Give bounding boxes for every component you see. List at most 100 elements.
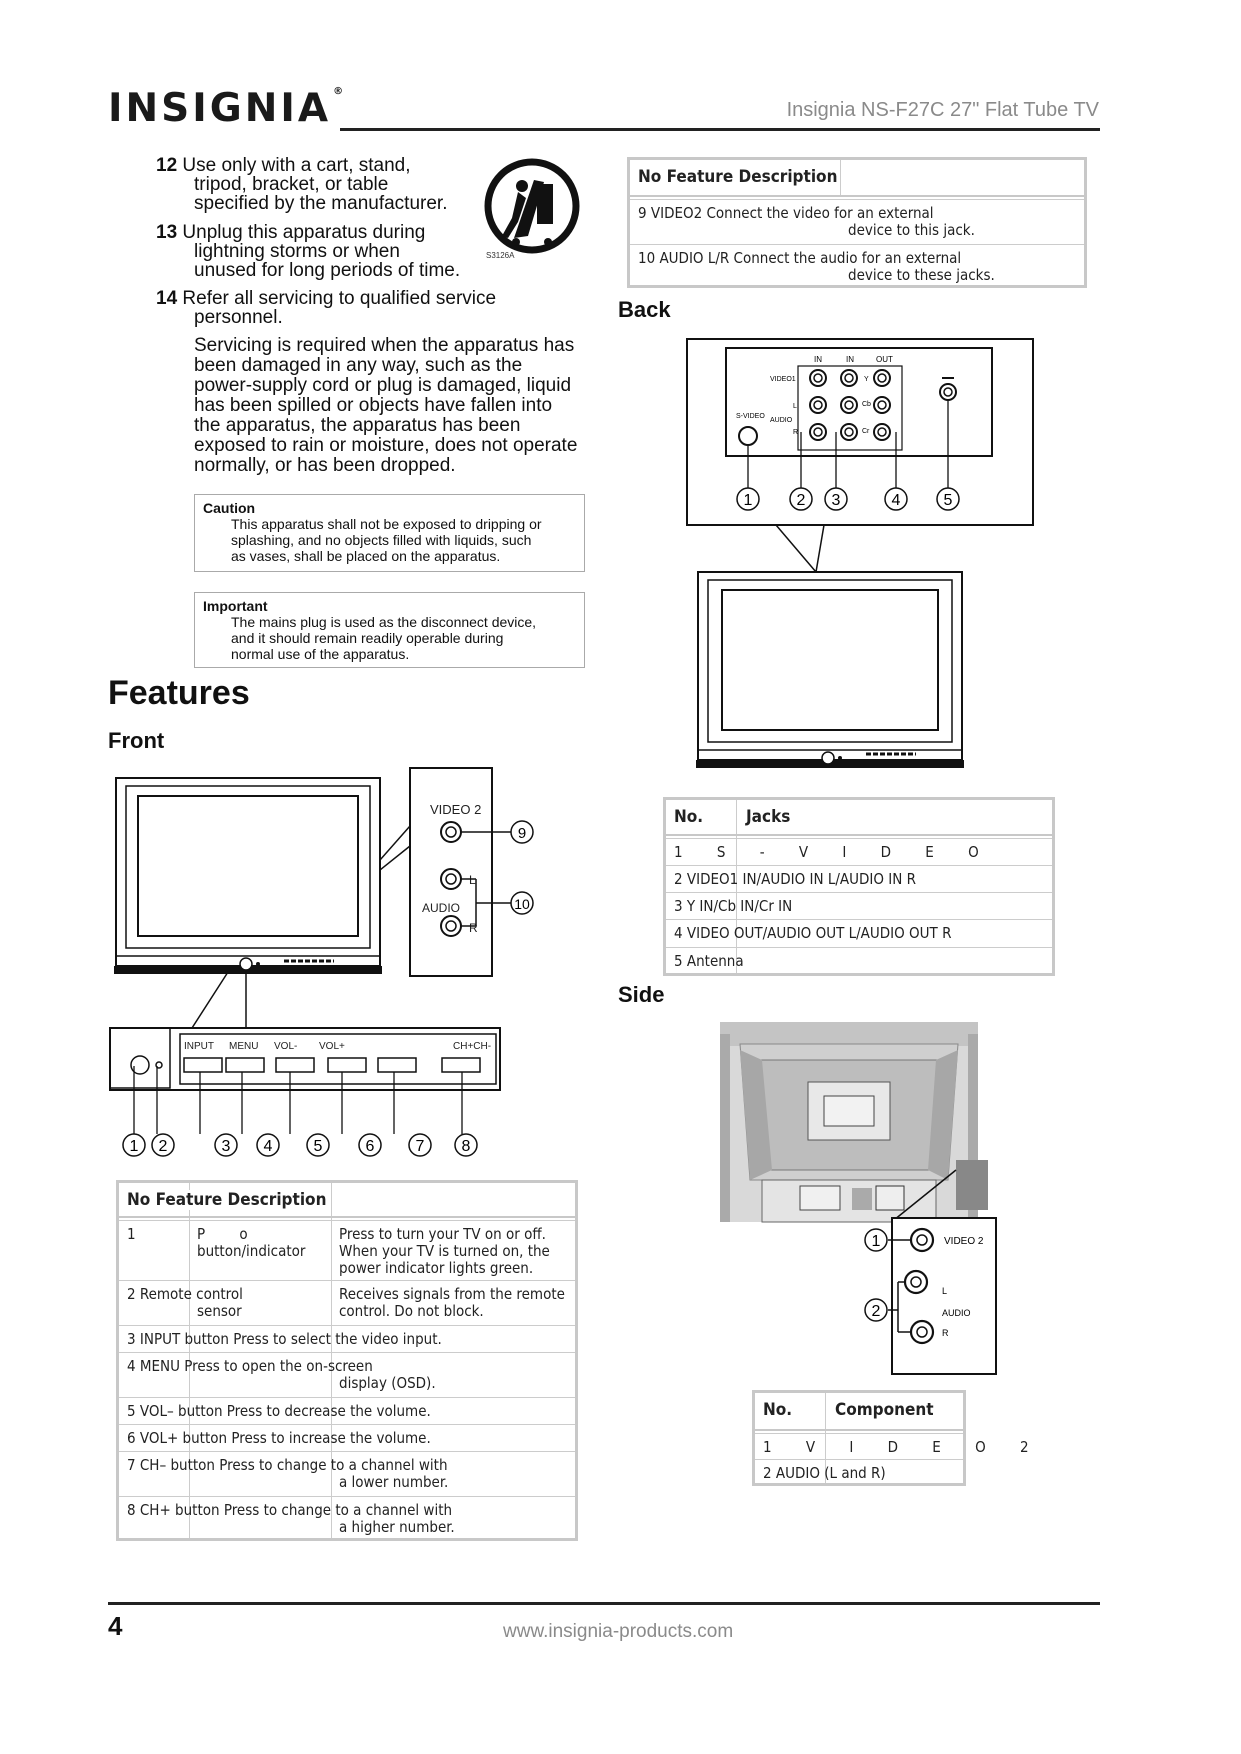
item-line: Unplug this apparatus during <box>182 222 426 243</box>
jack-label-r: R <box>469 921 478 935</box>
front-heading: Front <box>108 728 165 753</box>
table-header: No. Component <box>755 1393 963 1431</box>
cell-text: 8 CH+ button Press to change to a channe… <box>127 1501 453 1519</box>
cell-text: 4 MENU Press to open the on-screen <box>127 1357 373 1375</box>
back-label-audio: AUDIO <box>770 417 793 424</box>
page-number: 4 <box>108 1611 123 1641</box>
cell-text: 7 CH– button Press to change to a channe… <box>127 1456 448 1474</box>
header-component: Component <box>835 1400 934 1420</box>
back-label-y: Y <box>864 376 869 383</box>
panel-label-vol-minus: VOL- <box>274 1041 297 1052</box>
jack-label-l: L <box>469 873 476 887</box>
back-label-in: IN <box>814 355 822 364</box>
panel-label-input: INPUT <box>184 1041 214 1052</box>
callout-6: 6 <box>366 1138 375 1155</box>
back-label-r: R <box>793 429 798 436</box>
important-title: Important <box>203 598 268 614</box>
cell-text: device to these jacks. <box>848 266 995 284</box>
icon-caption: S3126A <box>486 251 515 260</box>
cell-text: P o <box>197 1225 248 1243</box>
cell-text: display (OSD). <box>339 1374 436 1392</box>
important-note: Important The mains plug is used as the … <box>194 592 585 668</box>
callout-3: 3 <box>222 1138 231 1155</box>
cell-text: 4 VIDEO OUT/AUDIO OUT L/AUDIO OUT R <box>674 924 952 942</box>
cell-text: 5 VOL– button Press to decrease the volu… <box>127 1402 431 1420</box>
footer-rule <box>108 1602 1100 1605</box>
back-callout-4: 4 <box>892 492 901 509</box>
callout-4: 4 <box>264 1138 273 1155</box>
callout-5: 5 <box>314 1138 323 1155</box>
cell-text: power indicator lights green. <box>339 1259 534 1277</box>
side-label-r: R <box>942 1328 949 1338</box>
note-line: and it should remain readily operable du… <box>231 630 504 646</box>
footer-url: www.insignia-products.com <box>503 1621 734 1642</box>
table-row: 4 MENU Press to open the on-screen displ… <box>119 1352 575 1397</box>
cell-text: device to this jack. <box>848 221 975 239</box>
cell-text: When your TV is turned on, the <box>339 1242 550 1260</box>
side-label-video2: VIDEO 2 <box>944 1236 984 1247</box>
cell-text: control. Do not block. <box>339 1302 484 1320</box>
cell-text: button/indicator <box>197 1242 306 1260</box>
table-row: 1 P o button/indicator Press to turn you… <box>119 1220 575 1280</box>
table-header: No Feature Description <box>119 1183 575 1218</box>
cell-text: 6 VOL+ button Press to increase the volu… <box>127 1429 431 1447</box>
callout-2: 2 <box>159 1138 168 1155</box>
header-no: No. <box>763 1400 793 1420</box>
table-row: 8 CH+ button Press to change to a channe… <box>119 1496 575 1541</box>
cell-text: 2 VIDEO1 IN/AUDIO IN L/AUDIO IN R <box>674 870 917 888</box>
para-line: exposed to rain or moisture, does not op… <box>194 435 578 456</box>
cell-text: a lower number. <box>339 1473 449 1491</box>
header-rule <box>340 128 1100 131</box>
table-header: No. Jacks <box>666 800 1052 836</box>
component-table: No. Component 1 V I D E O 2 2 AUDIO (L a… <box>752 1390 1029 1486</box>
back-panel-diagram: IN IN OUT VIDEO1 S-VIDEO AUDIO L R Y Cb … <box>686 338 1034 768</box>
item-line: Use only with a cart, stand, <box>182 155 411 176</box>
item-line: unused for long periods of time. <box>194 260 461 281</box>
item-number: 12 <box>156 155 178 176</box>
item-line: specified by the manufacturer. <box>194 193 448 214</box>
para-line: power-supply cord or plug is damaged, li… <box>194 375 572 396</box>
caution-note: Caution This apparatus shall not be expo… <box>194 494 585 572</box>
note-line: as vases, shall be placed on the apparat… <box>231 548 501 564</box>
insignia-logo: INSIGNIA® <box>108 86 343 131</box>
back-label-cb: Cb <box>862 401 871 408</box>
back-callout-1: 1 <box>744 492 753 509</box>
safety-item-12: 12 Use only with a cart, stand, tripod, … <box>156 156 447 213</box>
item-line: personnel. <box>194 307 283 328</box>
back-label-l: L <box>793 403 797 410</box>
para-line: normally, or has been dropped. <box>194 455 456 476</box>
para-line: Servicing is required when the apparatus… <box>194 335 575 356</box>
cell-text: Receives signals from the remote <box>339 1285 565 1303</box>
back-callout-3: 3 <box>832 492 841 509</box>
header-no: No. <box>674 807 704 827</box>
note-line: splashing, and no objects filled with li… <box>231 532 532 548</box>
item-number: 13 <box>156 222 178 243</box>
cell-text: 1 V I D E O 2 <box>763 1438 1029 1456</box>
header-text: No Feature Description <box>127 1190 327 1210</box>
back-label-video1: VIDEO1 <box>770 376 796 383</box>
table-row: 6 VOL+ button Press to increase the volu… <box>119 1424 575 1451</box>
panel-label-menu: MENU <box>229 1041 258 1052</box>
jack-label-video2: VIDEO 2 <box>430 802 481 817</box>
caution-title: Caution <box>203 500 256 516</box>
para-line: the apparatus, the apparatus has been <box>194 415 521 436</box>
table-row: 3 INPUT button Press to select the video… <box>119 1325 575 1352</box>
back-callout-2: 2 <box>797 492 806 509</box>
table-header: No Feature Description <box>630 160 1084 197</box>
side-panel-diagram: VIDEO 2 L AUDIO R 1 2 <box>720 1022 997 1375</box>
callout-8: 8 <box>462 1138 471 1155</box>
table-row: 10 AUDIO L/R Connect the audio for an ex… <box>630 244 1084 288</box>
feature-table-continued: No Feature Description 9 VIDEO2 Connect … <box>627 157 1087 288</box>
para-line: has been spilled or objects have fallen … <box>194 395 553 416</box>
jack-label-audio: AUDIO <box>422 901 460 915</box>
cell-text: a higher number. <box>339 1518 455 1536</box>
cell-text: Press to turn your TV on or off. <box>339 1225 546 1243</box>
cart-tip-warning-icon: S3126A <box>484 158 580 260</box>
back-label-svideo: S-VIDEO <box>736 413 765 420</box>
table-row: 9 VIDEO2 Connect the video for an extern… <box>630 199 1084 244</box>
table-row: 5 VOL– button Press to decrease the volu… <box>119 1397 575 1424</box>
cell-text: 3 INPUT button Press to select the video… <box>127 1330 442 1348</box>
logo-text: INSIGNIA <box>108 86 332 131</box>
callout-7: 7 <box>416 1138 425 1155</box>
side-label-l: L <box>942 1286 947 1296</box>
